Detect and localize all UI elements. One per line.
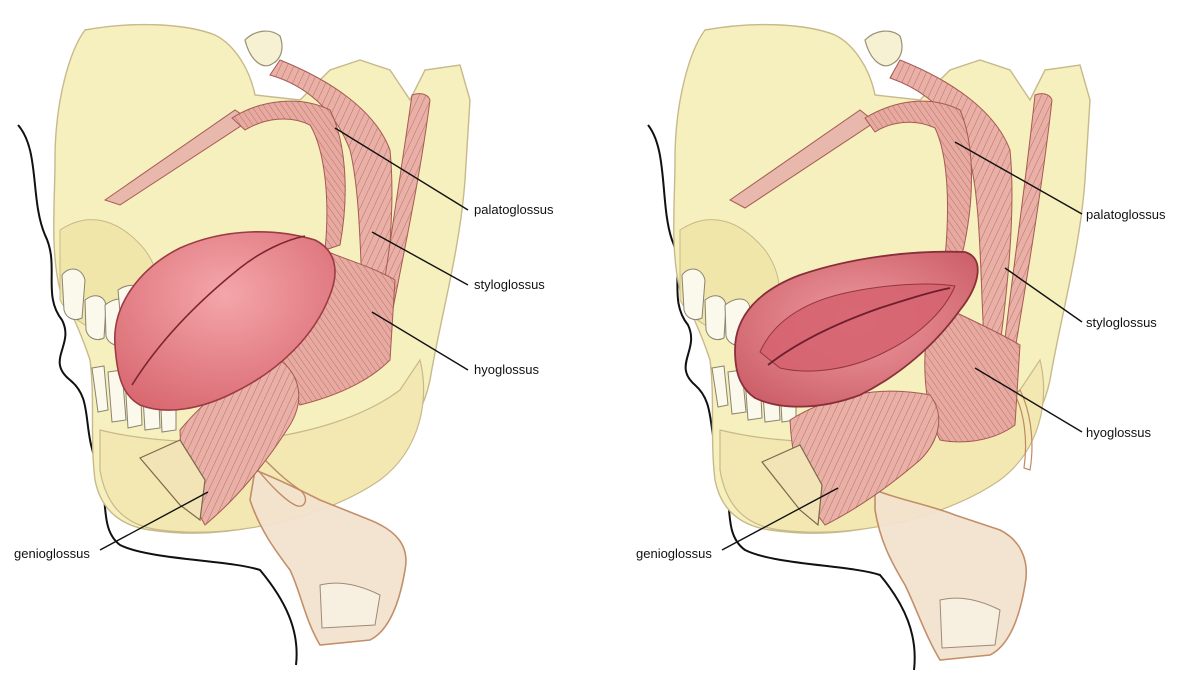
larynx-cartilage — [249, 453, 407, 646]
leader-hyoglossus — [371, 311, 469, 371]
tongue — [114, 231, 336, 411]
leader-styloglossus — [1004, 267, 1083, 323]
stylohyoid-strand — [999, 93, 1053, 383]
larynx-cartilage — [874, 388, 1033, 661]
genial-tubercle — [139, 439, 206, 522]
label-genioglossus: genioglossus — [636, 546, 712, 561]
label-palatoglossus: palatoglossus — [1086, 207, 1166, 222]
face-profile-line — [647, 124, 916, 671]
face-profile-line — [17, 124, 298, 666]
leader-palatoglossus — [334, 127, 469, 211]
styloid-process — [244, 30, 283, 67]
leader-lines-right — [721, 141, 1083, 551]
panel-right: palatoglossus styloglossus hyoglossus ge… — [636, 23, 1166, 671]
label-genioglossus: genioglossus — [14, 546, 90, 561]
label-styloglossus: styloglossus — [1086, 315, 1157, 330]
label-hyoglossus: hyoglossus — [474, 362, 540, 377]
leader-genioglossus — [99, 491, 209, 551]
palatoglossus-muscle — [231, 100, 346, 251]
leader-palatoglossus — [954, 141, 1083, 215]
panel-left: palatoglossus styloglossus hyoglossus ge… — [14, 23, 554, 666]
leader-hyoglossus — [974, 367, 1083, 433]
label-palatoglossus: palatoglossus — [474, 202, 554, 217]
label-styloglossus: styloglossus — [474, 277, 545, 292]
tongue-median-sulcus — [767, 287, 951, 366]
leader-genioglossus — [721, 487, 839, 551]
label-hyoglossus: hyoglossus — [1086, 425, 1152, 440]
hyoglossus-muscle — [924, 299, 1021, 443]
tongue-median-sulcus — [131, 235, 306, 386]
leader-lines-left — [99, 127, 469, 551]
leader-styloglossus — [371, 231, 469, 286]
tongue-inner-surface — [759, 283, 956, 372]
styloid-process — [864, 30, 903, 67]
